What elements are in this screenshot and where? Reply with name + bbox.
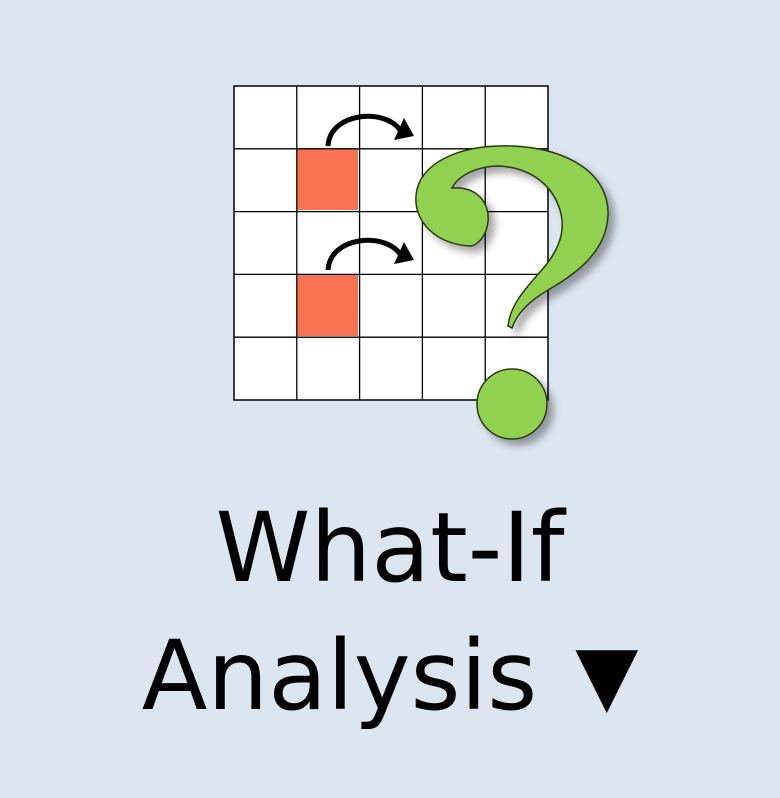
button-label-line2: Analysis▼ [0, 628, 780, 724]
curved-arrow-icon [325, 237, 414, 271]
button-label-line2-text: Analysis [141, 620, 538, 732]
curved-arrow-icon [325, 113, 414, 147]
button-label-line1: What-If [215, 492, 565, 604]
spreadsheet-grid-icon [233, 85, 549, 401]
highlighted-cell [297, 149, 358, 210]
dropdown-arrow-icon[interactable]: ▼ [575, 628, 639, 723]
what-if-analysis-icon [233, 85, 609, 440]
what-if-icon-svg [233, 85, 609, 440]
highlighted-cell [297, 275, 358, 336]
question-mark-icon [415, 145, 609, 440]
